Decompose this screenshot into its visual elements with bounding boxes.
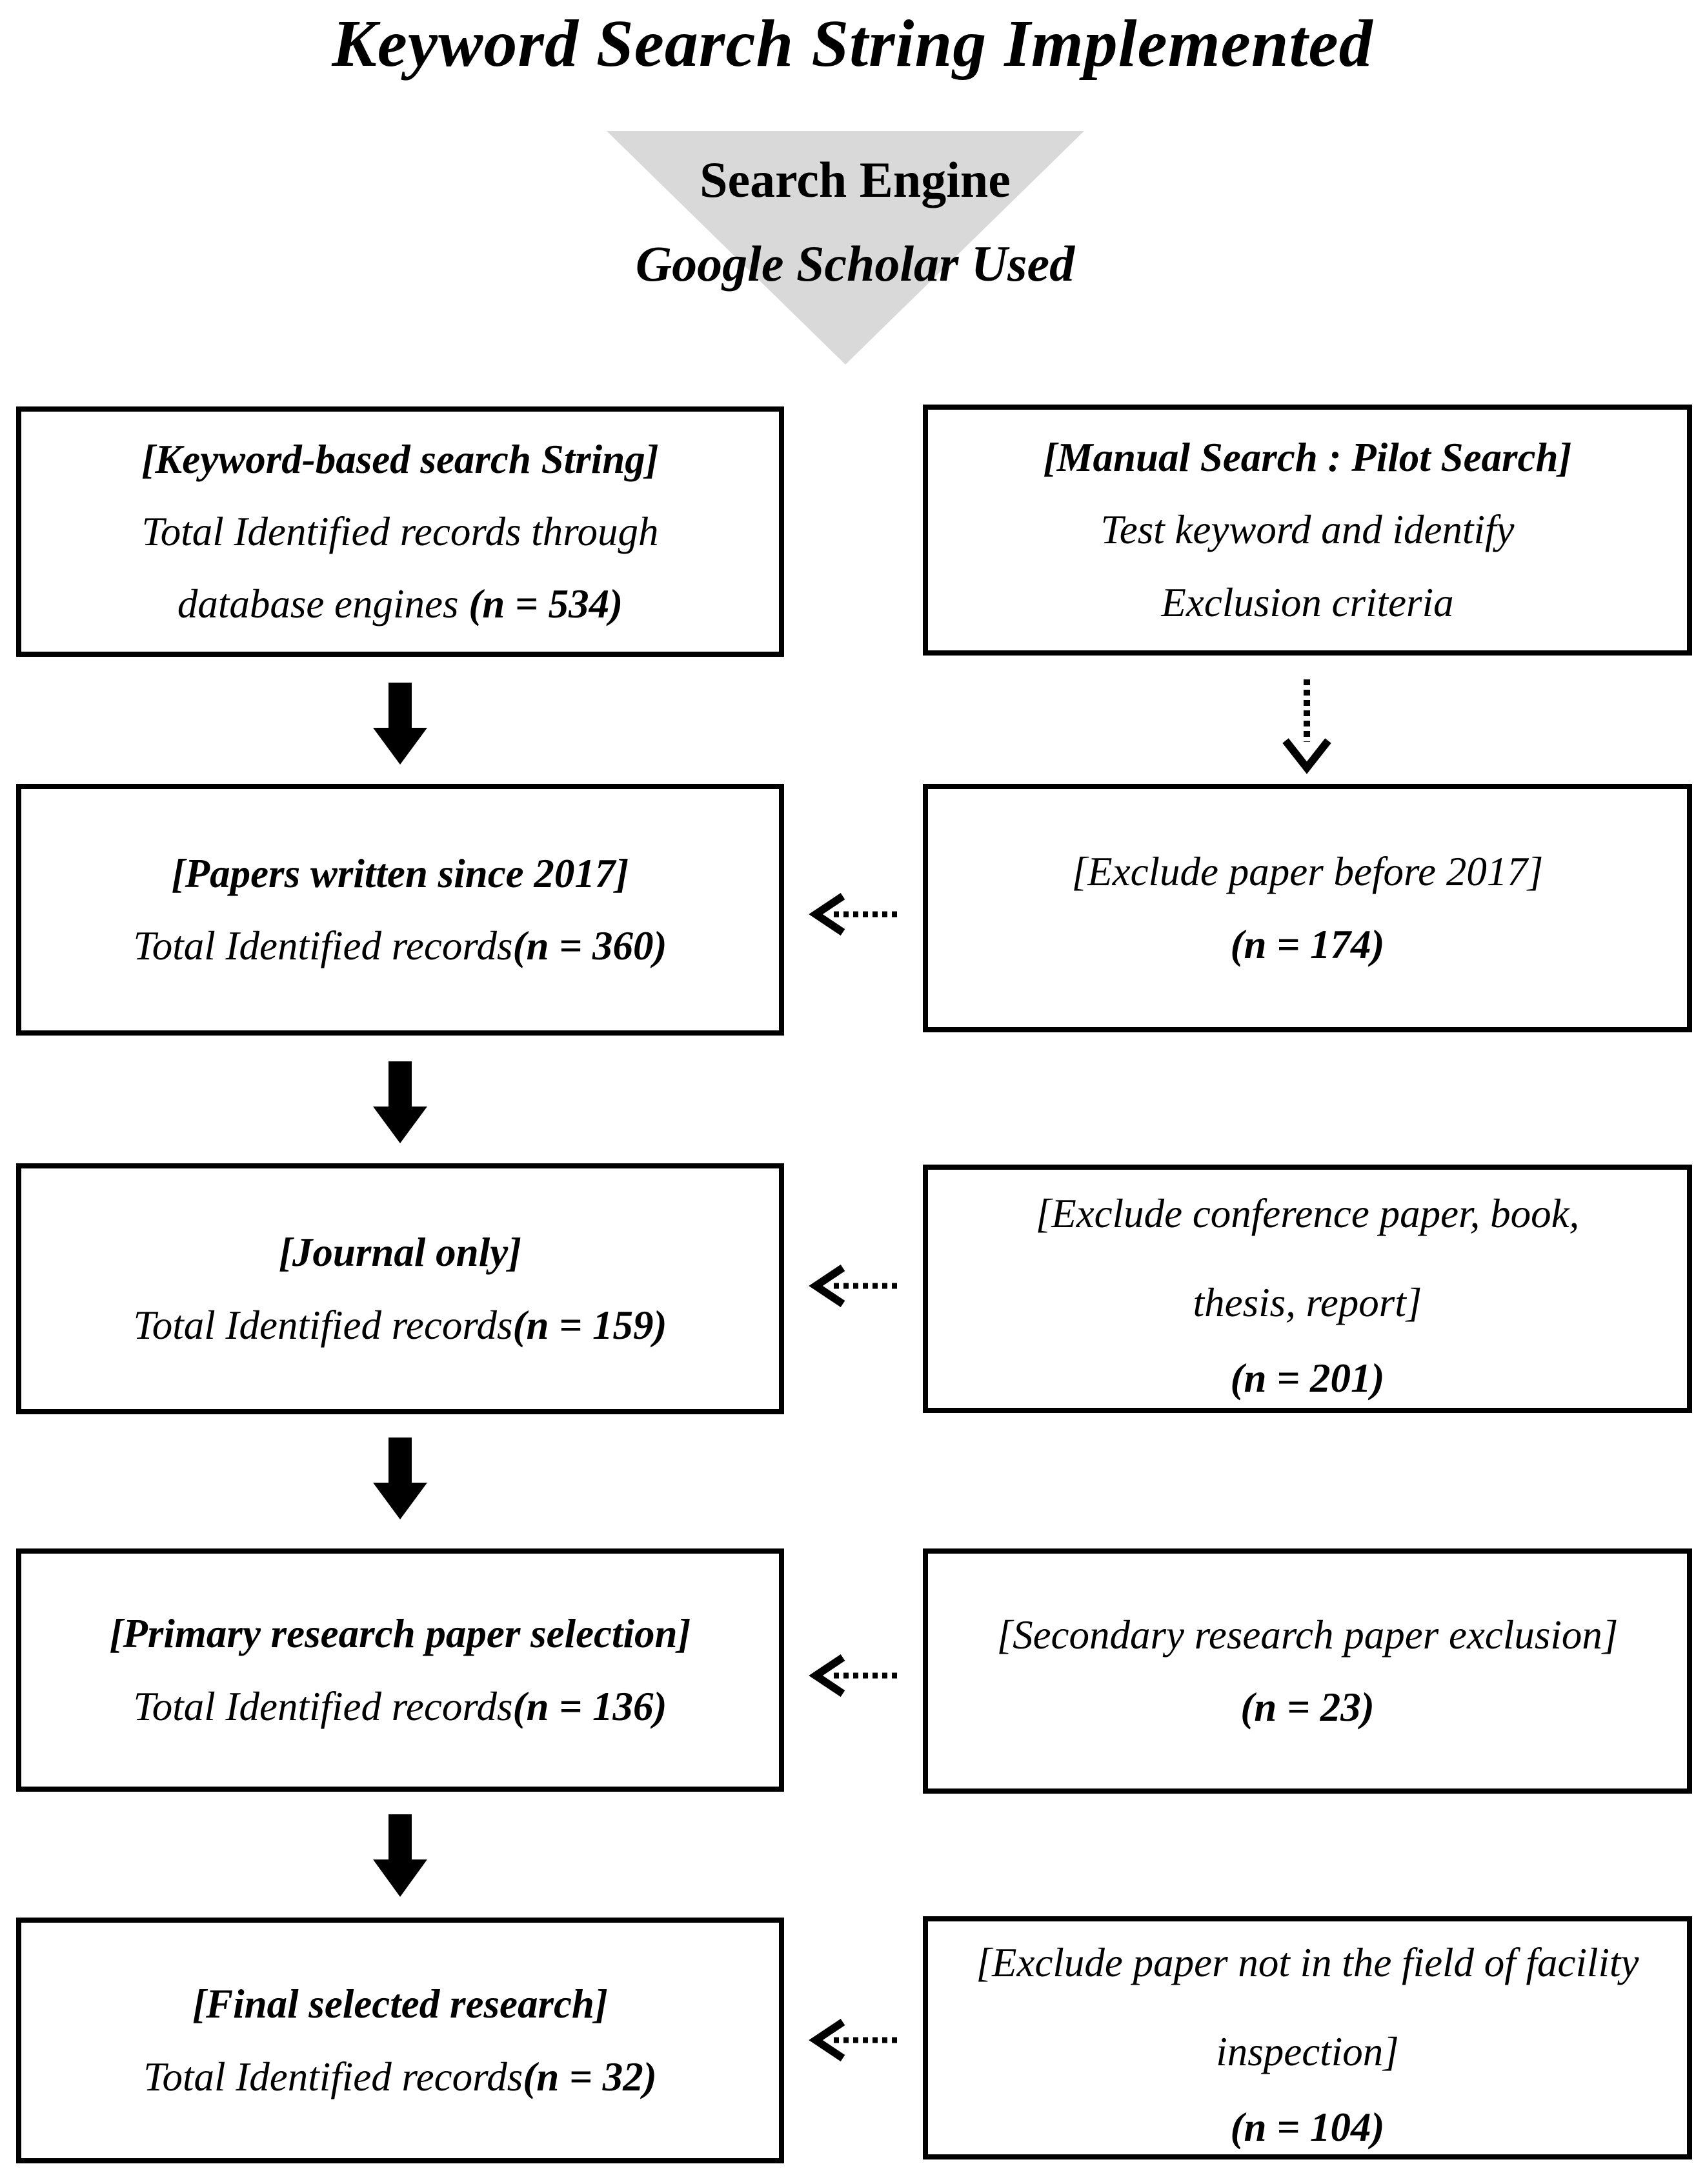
flow-box-final-selected-research: [Final selected research] Total Identifi… — [16, 1918, 784, 2163]
box-title: [Final selected research] — [192, 1981, 608, 2027]
box-body: [Secondary research paper exclusion] — [997, 1599, 1619, 1671]
box-body-text: [Secondary research paper exclusion] — [996, 1612, 1619, 1658]
record-count: (n = 159) — [512, 1302, 667, 1348]
flow-box-keyword-based-search: [Keyword-based search String] Total Iden… — [16, 406, 784, 657]
dotted-down-arrow-icon — [1282, 679, 1331, 774]
flow-box-manual-pilot-search: [Manual Search : Pilot Search] Test keyw… — [923, 405, 1692, 656]
box-body: Total Identified records(n = 136) — [134, 1670, 667, 1743]
box-body-text: Total Identified records — [133, 1683, 513, 1729]
box-body: Total Identified records through databas… — [77, 496, 723, 640]
record-count: (n = 32) — [523, 2054, 657, 2099]
page-title: Keyword Search String Implemented — [332, 6, 1373, 81]
box-title: [Primary research paper selection] — [109, 1611, 691, 1657]
flow-box-exclude-before-2017: [Exclude paper before 2017] (n = 174) — [923, 784, 1692, 1032]
box-title: [Journal only] — [278, 1230, 522, 1276]
exclusion-count: (n = 174) — [1230, 921, 1385, 967]
box-body-text: [Exclude paper not in the field of facil… — [976, 1939, 1639, 2075]
box-title: [Papers written since 2017] — [171, 850, 629, 896]
box-body-text: Total Identified records — [133, 1302, 513, 1348]
box-body-text: Total Identified records — [133, 923, 513, 968]
record-count: (n = 136) — [512, 1683, 667, 1729]
box-body: Total Identified records(n = 360) — [134, 910, 667, 982]
box-body-text: Total Identified records — [143, 2054, 523, 2099]
box-body-text: Test keyword and identify Exclusion crit… — [1100, 507, 1515, 625]
exclusion-count: (n = 201) — [1230, 1355, 1385, 1401]
dotted-left-arrow-icon-4 — [809, 2019, 901, 2061]
down-arrow-icon-1 — [373, 683, 427, 765]
flow-box-exclude-not-facility-inspection: [Exclude paper not in the field of facil… — [923, 1916, 1692, 2159]
dotted-left-arrow-icon-2 — [809, 1265, 901, 1307]
funnel-sublabel: Google Scholar Used — [635, 235, 1075, 292]
flow-box-primary-research-selection: [Primary research paper selection] Total… — [16, 1548, 784, 1792]
box-body-text: [Exclude paper before 2017] — [1071, 849, 1544, 895]
box-body-text: Total Identified records through databas… — [141, 508, 659, 627]
exclusion-count: (n = 23) — [1240, 1685, 1375, 1730]
box-body: Test keyword and identify Exclusion crit… — [1017, 494, 1598, 638]
down-arrow-icon-2 — [373, 1061, 427, 1143]
down-arrow-icon-3 — [373, 1438, 427, 1519]
box-body-text: [Exclude conference paper, book, thesis,… — [1035, 1190, 1580, 1326]
funnel-label: Search Engine — [700, 152, 1011, 208]
box-title: [Manual Search : Pilot Search] — [1043, 435, 1572, 481]
box-title: [Keyword-based search String] — [141, 436, 659, 482]
flow-box-journal-only: [Journal only] Total Identified records(… — [16, 1163, 784, 1414]
box-body: [Exclude conference paper, book, thesis,… — [985, 1169, 1630, 1348]
record-count: (n = 360) — [512, 923, 667, 968]
dotted-left-arrow-icon-3 — [809, 1654, 901, 1697]
flow-box-papers-since-2017: [Papers written since 2017] Total Identi… — [16, 784, 784, 1036]
record-count: (n = 534) — [469, 581, 623, 627]
flow-box-exclude-conference-book-thesis-report: [Exclude conference paper, book, thesis,… — [923, 1165, 1692, 1413]
box-body: [Exclude paper not in the field of facil… — [965, 1918, 1650, 2097]
exclusion-count: (n = 104) — [1230, 2104, 1385, 2150]
funnel-triangle-icon — [607, 131, 1084, 365]
box-body: [Exclude paper before 2017] — [1072, 836, 1544, 908]
dotted-left-arrow-icon-1 — [809, 893, 901, 936]
box-body: Total Identified records(n = 159) — [134, 1289, 667, 1361]
flow-box-secondary-research-exclusion: [Secondary research paper exclusion] (n … — [923, 1548, 1692, 1794]
box-body: Total Identified records(n = 32) — [143, 2041, 656, 2113]
down-arrow-icon-4 — [373, 1814, 427, 1897]
